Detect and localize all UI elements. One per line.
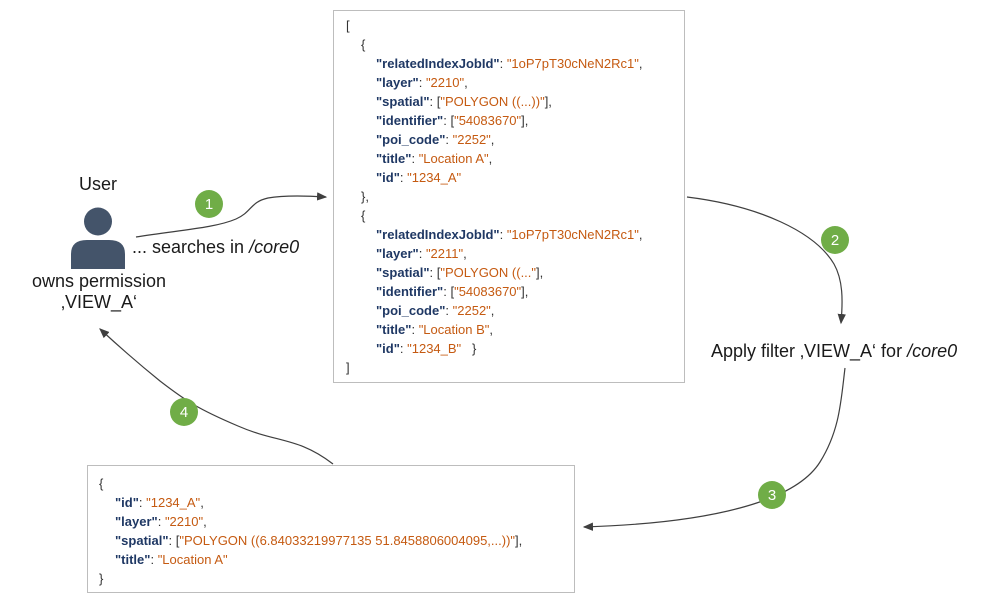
search-results-json-box: [ { "relatedIndexJobId": "1oP7pT30cNeN2Rc1… bbox=[333, 10, 685, 383]
filtered-result-json-code: { "id": "1234_A", "layer": "2210", "spatial… bbox=[99, 474, 566, 588]
arrow-step-3 bbox=[582, 367, 846, 531]
search-results-json-code: [ { "relatedIndexJobId": "1oP7pT30cNeN2Rc1… bbox=[346, 16, 676, 377]
user-icon bbox=[68, 204, 128, 269]
code-line: "poi_code": "2252", bbox=[376, 303, 495, 318]
apply-filter-text: Apply filter ‚VIEW_A‘ for bbox=[711, 341, 908, 361]
code-line: "title": "Location A", bbox=[376, 151, 493, 166]
step-number-2: 2 bbox=[830, 231, 840, 249]
step-number-4: 4 bbox=[179, 403, 189, 421]
apply-filter-annotation: Apply filter ‚VIEW_A‘ for /core0 bbox=[711, 341, 957, 362]
code-line: "id": "1234_B" } bbox=[376, 341, 477, 356]
code-line: "identifier": ["54083670"], bbox=[376, 113, 529, 128]
code-line: "id": "1234_A", bbox=[115, 495, 204, 510]
apply-filter-core-name: /core0 bbox=[907, 341, 958, 361]
filtered-result-json-box: { "id": "1234_A", "layer": "2210", "spatial… bbox=[87, 465, 575, 593]
arrow-step-1 bbox=[135, 192, 328, 238]
user-permission-line1: owns permission bbox=[31, 271, 167, 291]
searches-annotation: ... searches in /core0 bbox=[132, 237, 299, 258]
code-line: "layer": "2211", bbox=[376, 246, 467, 261]
searches-core-name: /core0 bbox=[249, 237, 300, 257]
code-line: "relatedIndexJobId": "1oP7pT30cNeN2Rc1", bbox=[376, 56, 643, 71]
step-number-1: 1 bbox=[204, 195, 214, 213]
user-label: User bbox=[78, 174, 117, 194]
searches-text: ... searches in bbox=[132, 237, 250, 257]
arrow-step-4 bbox=[99, 328, 334, 465]
step-badge-4: 4 bbox=[170, 398, 198, 426]
code-line: "spatial": ["POLYGON ((...))"], bbox=[376, 94, 552, 109]
step-badge-1: 1 bbox=[195, 190, 223, 218]
code-line: "title": "Location A" bbox=[115, 552, 228, 567]
code-line: "relatedIndexJobId": "1oP7pT30cNeN2Rc1", bbox=[376, 227, 643, 242]
code-line: "poi_code": "2252", bbox=[376, 132, 495, 147]
step-badge-2: 2 bbox=[821, 226, 849, 254]
step-number-3: 3 bbox=[767, 486, 777, 504]
code-line: "spatial": ["POLYGON ((6.84033219977135 … bbox=[115, 533, 523, 548]
code-line: "layer": "2210", bbox=[376, 75, 468, 90]
user-permission-caption: owns permission ‚VIEW_A‘ bbox=[14, 271, 184, 313]
code-line: { bbox=[361, 37, 366, 52]
arrow-step-2 bbox=[686, 196, 846, 325]
code-line: "layer": "2210", bbox=[115, 514, 207, 529]
code-line: "identifier": ["54083670"], bbox=[376, 284, 529, 299]
code-line: ] bbox=[346, 360, 350, 375]
user-head-shape bbox=[84, 207, 112, 236]
step-badge-3: 3 bbox=[758, 481, 786, 509]
code-line: "spatial": ["POLYGON ((..."], bbox=[376, 265, 544, 280]
user-permission-line2: ‚VIEW_A‘ bbox=[60, 292, 138, 312]
code-line: { bbox=[99, 476, 104, 491]
code-line: [ bbox=[346, 18, 350, 33]
code-line: "id": "1234_A" bbox=[376, 170, 462, 185]
code-line: } bbox=[99, 571, 104, 586]
code-line: }, bbox=[361, 189, 369, 204]
code-line: "title": "Location B", bbox=[376, 322, 493, 337]
code-line: { bbox=[361, 208, 366, 223]
user-body-shape bbox=[71, 240, 125, 269]
